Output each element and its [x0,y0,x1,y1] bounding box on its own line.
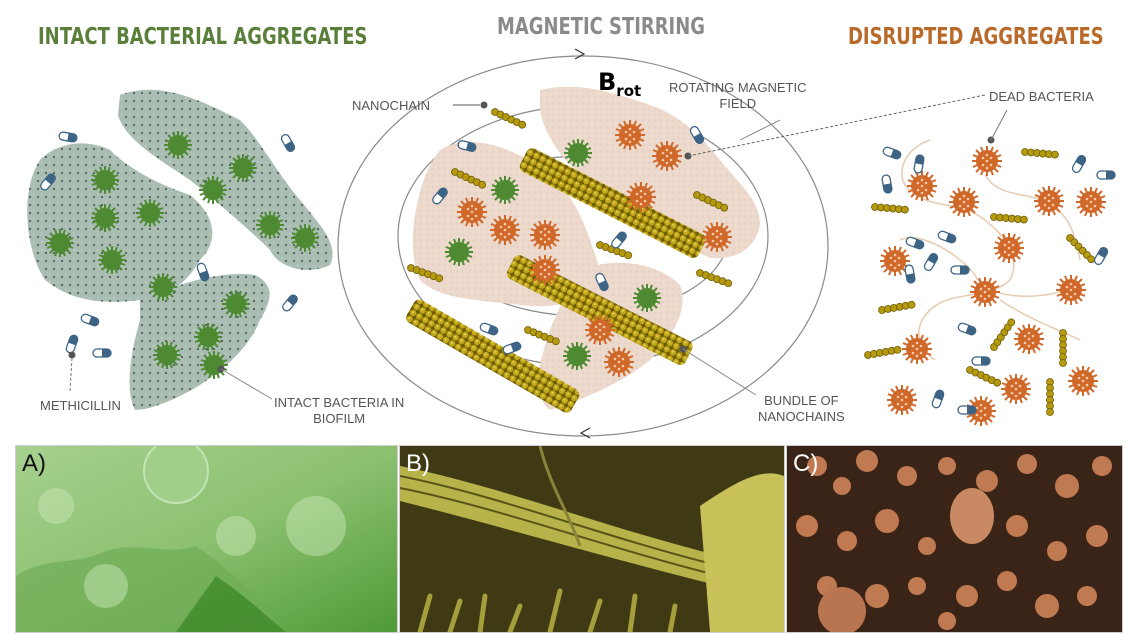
label-intact-line2: BIOFILM [313,411,366,426]
panel-c-micrograph: C) [786,445,1123,633]
label-rotating-magnetic-field: ROTATING MAGNETIC FIELD [669,80,806,112]
disrupted-group [863,109,1116,427]
title-magnetic-stirring: MAGNETIC STIRRING [497,14,705,40]
panel-a-micrograph: A) [15,445,398,633]
panel-b-image [400,446,784,632]
label-bundle-of-nanochains: BUNDLE OF NANOCHAINS [758,393,845,425]
label-intact-bacteria-biofilm: INTACT BACTERIA IN BIOFILM [274,395,404,427]
title-disrupted-aggregates: DISRUPTED AGGREGATES [848,24,1104,50]
diagram-canvas [27,48,1116,439]
nanochain-bundles [406,148,706,413]
panel-b-micrograph: B) [399,445,785,633]
panel-c-label: C) [793,450,819,477]
label-dead-bacteria: DEAD BACTERIA [989,89,1094,104]
label-rotating-line2: FIELD [719,96,757,111]
label-methicillin: METHICILLIN [40,398,121,413]
panel-c-image [787,446,1122,632]
brot-subscript: rot [616,81,642,100]
brot-symbol: B [598,68,617,96]
label-bundle-line2: NANOCHAINS [758,409,845,424]
label-nanochain: NANOCHAIN [352,98,431,113]
label-brot: Brot [598,68,641,105]
title-intact-aggregates: INTACT BACTERIAL AGGREGATES [38,24,368,50]
label-intact-line1: INTACT BACTERIA IN [274,395,405,410]
panel-a-image [16,446,397,632]
label-bundle-line1: BUNDLE OF [764,393,839,408]
label-rotating-line1: ROTATING MAGNETIC [669,80,807,95]
panel-b-label: B) [406,450,430,477]
panel-a-label: A) [22,450,46,477]
intact-biofilm-group [27,89,333,410]
